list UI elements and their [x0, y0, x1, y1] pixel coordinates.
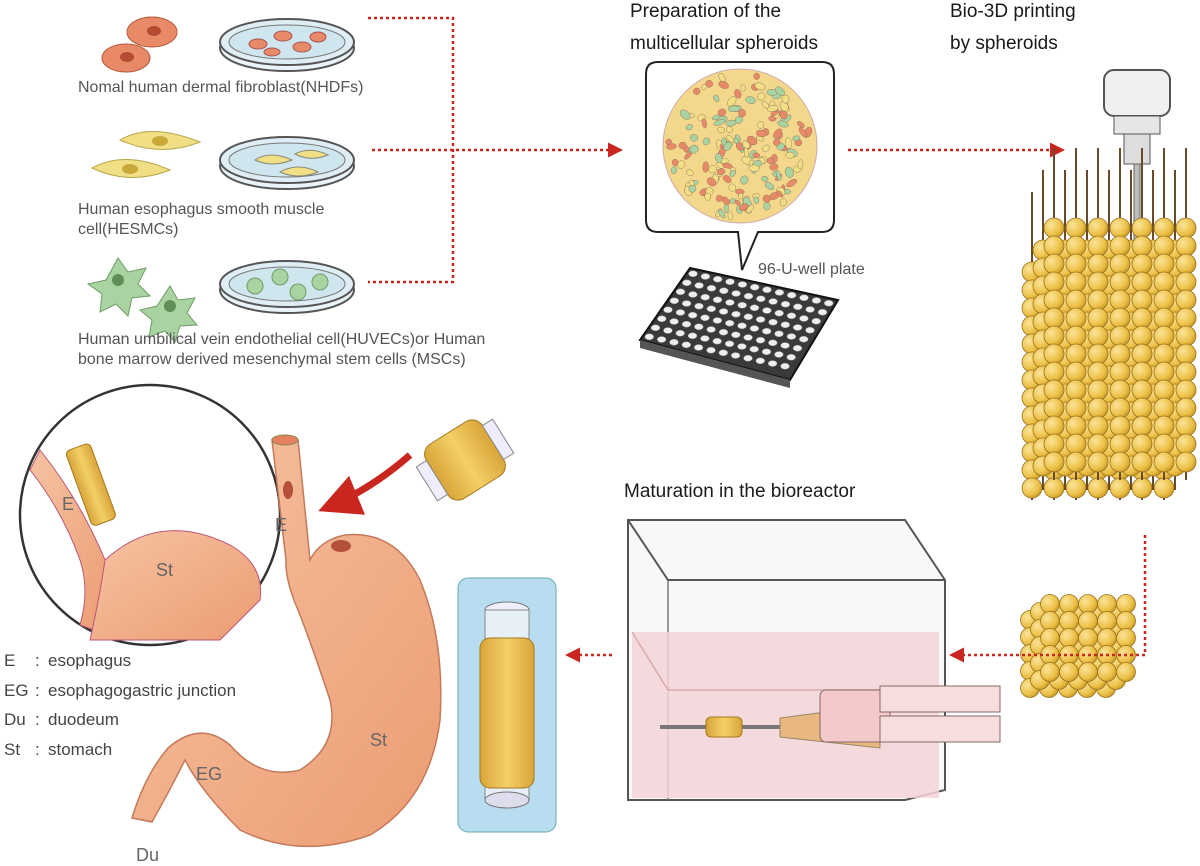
legend-sep: :: [35, 739, 40, 759]
printed-spheroid-column-array: [1021, 148, 1197, 500]
petri-dish-endothelial-icon: [219, 260, 355, 314]
plate-label: 96-U-well plate: [758, 261, 865, 278]
printing-step-title-line1: Bio-3D printing: [950, 1, 1076, 22]
legend-sep: :: [35, 710, 40, 729]
legend-row: E : esophagus: [4, 646, 236, 676]
legend-row: EG : esophagogastric junction: [4, 676, 236, 706]
implant-arrow: [318, 452, 413, 515]
legend-abbr: Du: [4, 710, 26, 729]
maturation-step-title: Maturation in the bioreactor: [624, 481, 856, 502]
stomach-anatomy-icon: [131, 434, 442, 848]
esophagogastric-junction-label: EG: [196, 764, 223, 784]
96-well-plate-icon: [638, 266, 840, 388]
legend-sep: :: [35, 651, 40, 670]
endothelial-label-line2: bone marrow derived mesenchymal stem cel…: [78, 351, 466, 368]
implanted-graft-icon: [415, 418, 515, 502]
petri-dish-smooth-muscle-icon: [219, 136, 355, 190]
legend-abbr: St: [4, 739, 21, 759]
fibroblast-cells-icon: [101, 16, 178, 73]
spheroid-step-title-line2: multicellular spheroids: [630, 33, 818, 54]
smooth-muscle-label-line2: cell(HESMCs): [78, 221, 179, 238]
matured-tube-panel: [457, 577, 557, 833]
bioreactor-icon: [627, 519, 1001, 801]
legend-desc: duodeum: [48, 710, 119, 729]
printed-spheroid-cube-icon: [1020, 594, 1136, 698]
legend-desc: esophagus: [48, 651, 132, 670]
arrow-to-bioreactor: [949, 535, 1147, 663]
petri-dish-fibroblast-icon: [219, 18, 355, 72]
legend-row: Du : duodeum: [4, 705, 236, 735]
legend-abbr: E: [4, 651, 16, 670]
abbreviation-legend: E : esophagus EG : esophagogastric junct…: [4, 646, 236, 764]
inset-stomach-label: St: [156, 560, 174, 580]
inset-esophagus-label: E: [62, 494, 75, 514]
esophagus-label: E: [275, 515, 288, 535]
smooth-muscle-label-line1: Human esophagus smooth muscle: [78, 201, 325, 218]
duodenum-label: Du: [136, 845, 160, 865]
legend-desc: esophagogastric junction: [48, 680, 237, 700]
printing-step-title-line2: by spheroids: [950, 33, 1058, 54]
legend-abbr: EG: [4, 680, 29, 700]
legend-row: St : stomach: [4, 735, 236, 765]
cell-source-connectors: [368, 16, 623, 284]
fibroblast-label: Nomal human dermal fibroblast(NHDFs): [78, 79, 364, 96]
endothelial-label-line1: Human umbilical vein endothelial cell(HU…: [78, 331, 486, 348]
inset-circle: [18, 383, 282, 647]
stomach-label: St: [370, 730, 388, 750]
spheroid-step-title-line1: Preparation of the: [630, 1, 782, 22]
multicellular-spheroid-icon: [662, 68, 818, 224]
endothelial-cells-icon: [86, 257, 199, 343]
smooth-muscle-cells-icon: [90, 131, 202, 178]
legend-desc: stomach: [48, 739, 113, 759]
legend-sep: :: [35, 680, 40, 700]
